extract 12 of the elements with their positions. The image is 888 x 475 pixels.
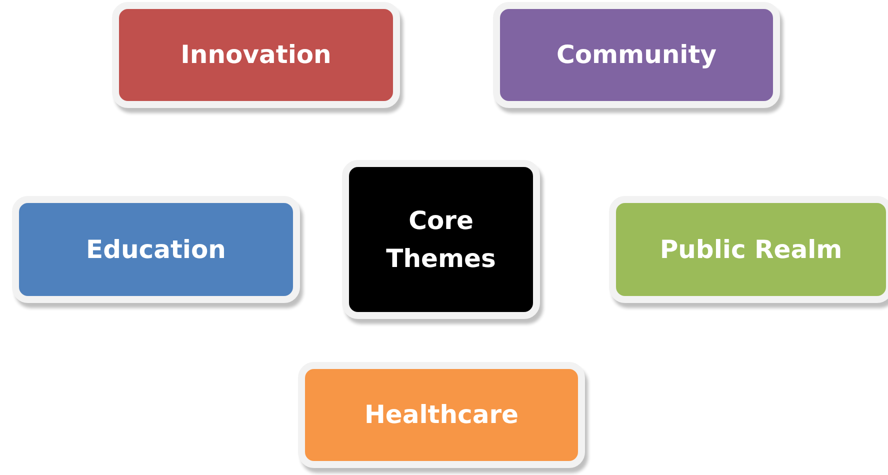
theme-box	[298, 362, 585, 468]
theme-label: Core Themes	[385, 204, 497, 274]
theme-label: Innovation	[180, 39, 332, 71]
theme-label: Community	[556, 39, 717, 71]
theme-box	[342, 160, 540, 319]
theme-box	[493, 2, 780, 108]
theme-box	[609, 196, 888, 303]
theme-label: Healthcare	[364, 399, 519, 431]
theme-label: Education	[86, 234, 226, 266]
theme-label: Public Realm	[660, 234, 842, 266]
theme-box	[112, 2, 400, 108]
theme-box	[12, 196, 300, 303]
